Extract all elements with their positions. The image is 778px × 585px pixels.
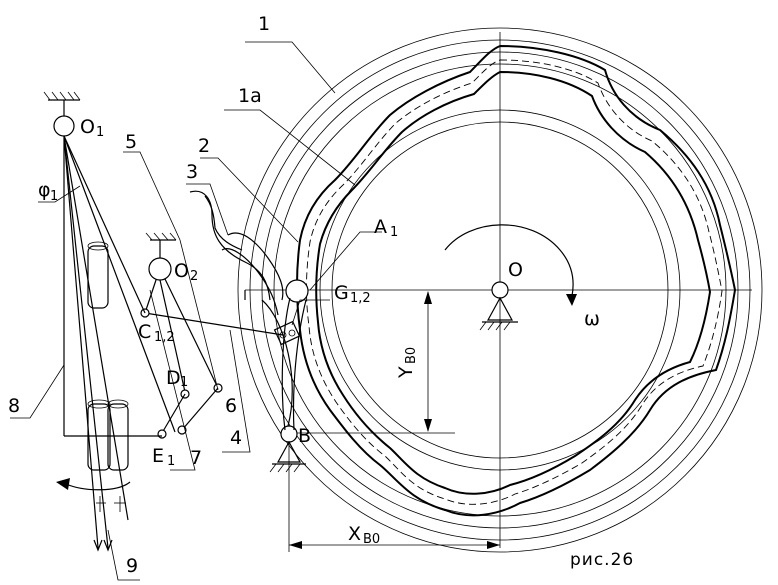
label-1a: 1a <box>238 85 262 107</box>
link-d-e-right <box>181 387 219 431</box>
link-d-e <box>161 393 186 434</box>
label-yb0-sub: B0 <box>404 347 419 364</box>
leader-g12 <box>291 299 330 326</box>
label-b: B <box>298 425 311 447</box>
label-o2: O <box>174 260 189 282</box>
lever-o1-long-1 <box>63 135 99 549</box>
label-o: O <box>508 259 523 281</box>
label-phi-sub: 1 <box>50 189 58 204</box>
leader-1 <box>245 41 336 94</box>
pivot-o2 <box>145 232 177 281</box>
dimension-yb0 <box>424 291 432 432</box>
leader-5-6 <box>123 151 219 391</box>
link-3-inner <box>204 195 243 251</box>
leader-9 <box>107 529 140 581</box>
label-a1-sub: 1 <box>390 225 398 240</box>
label-yb0-group: Y B0 <box>395 347 419 379</box>
cam-profiles <box>296 44 737 517</box>
lever-o1-e <box>63 135 176 433</box>
arm-2-shape-inner <box>221 248 279 316</box>
label-g: G <box>334 282 349 304</box>
lever-o1-c <box>63 135 146 314</box>
figure-caption: рис.26 <box>570 550 634 570</box>
label-d: D <box>166 367 181 389</box>
text-labels: 1 1a 2 3 5 6 4 7 8 9 O O 1 O 2 A 1 G 1,2… <box>8 13 634 577</box>
follower-lever-right <box>292 299 307 431</box>
center-pivot-o <box>479 281 518 331</box>
cam-profile-inner <box>315 70 712 495</box>
label-o1-sub: 1 <box>96 125 104 140</box>
label-g-sub: 1,2 <box>350 291 371 306</box>
label-a1: A <box>374 216 387 238</box>
spring-marks <box>96 496 126 512</box>
label-c: C <box>138 321 151 343</box>
label-3: 3 <box>186 161 198 183</box>
link-o2-d <box>159 279 186 393</box>
follower-arc <box>261 299 293 427</box>
cylinder-upper <box>87 241 109 309</box>
rotation-arrow-bottom <box>65 481 131 491</box>
label-omega: ω <box>584 308 600 330</box>
label-o2-sub: 2 <box>190 269 198 284</box>
label-2: 2 <box>198 135 210 157</box>
link-o2-c <box>144 279 157 314</box>
leader-8 <box>10 364 65 419</box>
leader-3 <box>186 183 229 236</box>
cam-profile-dashed <box>306 59 723 505</box>
joint-e1-right <box>177 425 187 435</box>
cam-profile-outer <box>296 44 737 517</box>
joint-e1 <box>157 429 167 439</box>
label-d-sub: 1 <box>180 375 188 390</box>
label-xb0: X <box>348 523 361 545</box>
label-8: 8 <box>8 395 20 417</box>
label-yb0: Y <box>395 366 417 379</box>
leader-a1 <box>309 231 382 291</box>
label-o1: O <box>80 116 95 138</box>
follower-lever-left <box>281 297 291 431</box>
outer-circle-1 <box>237 27 763 553</box>
link-3-outer <box>189 190 271 301</box>
pivot-o1 <box>43 91 81 137</box>
label-9: 9 <box>126 555 138 577</box>
label-xb0-sub: B0 <box>363 532 380 547</box>
label-e: E <box>152 445 164 467</box>
leader-1a <box>224 109 356 186</box>
leader-phi <box>38 185 81 203</box>
label-4: 4 <box>230 427 242 449</box>
roller-a1 <box>285 279 309 303</box>
lever-o1-long-2 <box>63 135 109 549</box>
callout-leaders <box>10 41 382 581</box>
leader-2 <box>200 157 299 243</box>
lever-o1-long-3 <box>63 135 129 521</box>
label-1: 1 <box>258 13 270 35</box>
leader-4 <box>222 329 251 453</box>
arm-2-shape <box>227 232 284 301</box>
omega-arrow-head <box>566 294 577 306</box>
omega-rotation-arc <box>444 224 574 297</box>
arrow-9-left <box>93 539 103 552</box>
label-phi: φ <box>38 179 51 201</box>
label-6: 6 <box>225 395 237 417</box>
leader-7 <box>149 289 196 471</box>
rotation-arrow-head <box>56 478 70 490</box>
dimension-xb0 <box>288 442 500 552</box>
link-o2-d-right <box>164 278 219 389</box>
label-e-sub: 1 <box>167 454 175 469</box>
cylinder-lower <box>87 399 129 471</box>
label-c-sub: 1,2 <box>154 330 175 345</box>
label-7: 7 <box>190 447 202 469</box>
label-5: 5 <box>125 131 137 153</box>
